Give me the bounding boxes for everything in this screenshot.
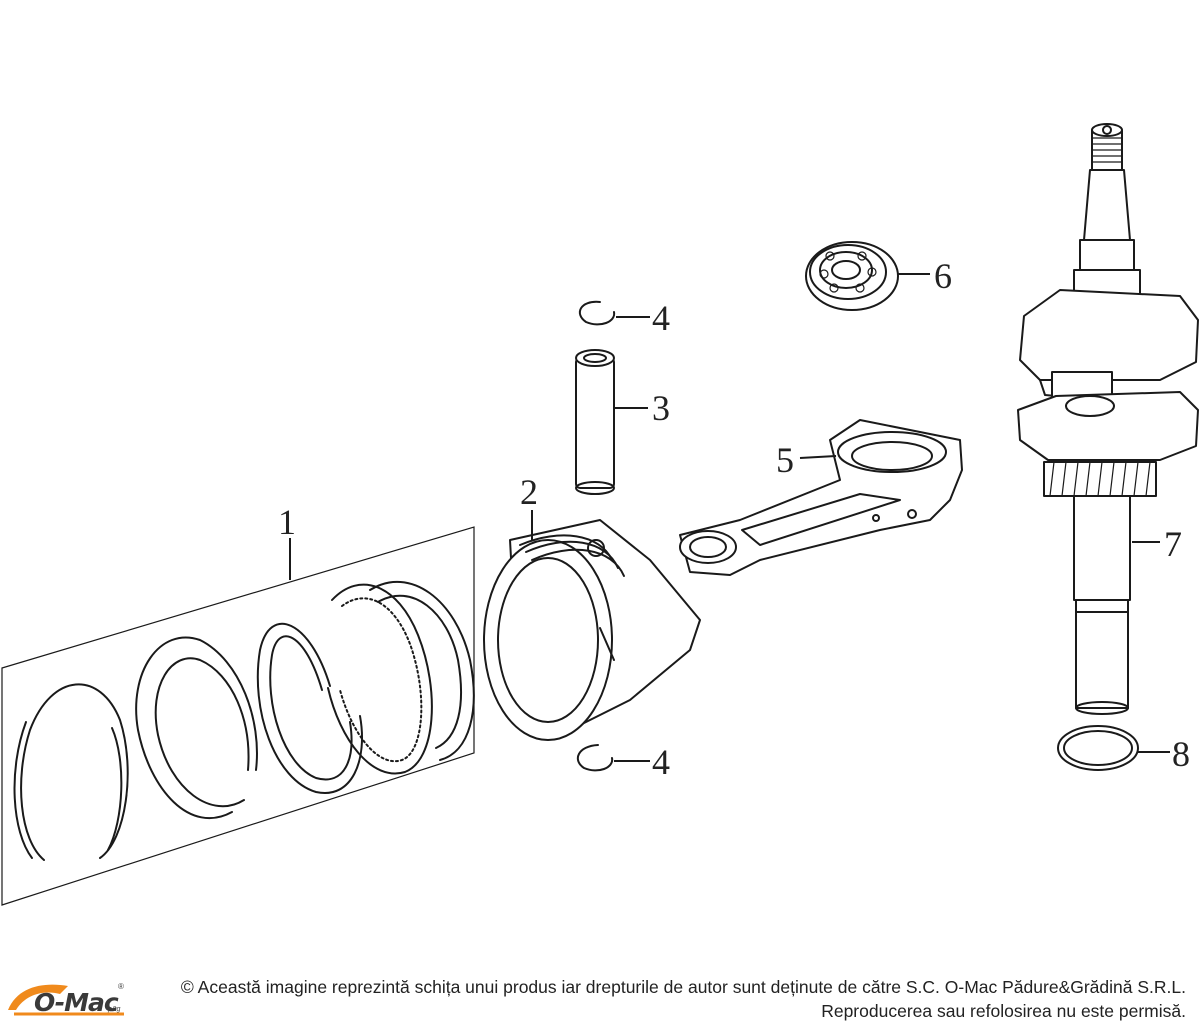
ring-e (369, 580, 475, 761)
footer: O-Mac p&g ® © Această imagine reprezintă… (0, 966, 1200, 1030)
ring-b (135, 636, 258, 819)
ball-bearing: 6 (805, 241, 952, 311)
callout-3: 3 (652, 388, 670, 428)
leader-5 (799, 455, 837, 459)
piston: 2 (483, 472, 701, 741)
callout-2: 2 (520, 472, 538, 512)
rings-frame (1, 526, 475, 906)
callout-1: 1 (278, 502, 296, 542)
callout-8: 8 (1172, 734, 1190, 774)
omac-logo-mark (8, 984, 124, 1016)
piston-rings-group: 1 (1, 502, 475, 906)
copyright-line-2: Reproducerea sau refolosirea nu este per… (821, 1001, 1186, 1021)
seal-ring: 8 (1057, 725, 1190, 774)
circlip-top: 4 (578, 298, 670, 338)
callout-5: 5 (776, 440, 794, 480)
exploded-parts-diagram: 1 2 3 4 4 (1, 123, 1199, 906)
logo-text: O-Mac (34, 988, 119, 1017)
copyright-line-1: © Această imagine reprezintă schița unui… (180, 977, 1186, 997)
circlip-bottom: 4 (576, 742, 670, 782)
ring-c (256, 622, 364, 795)
callout-7: 7 (1164, 524, 1182, 564)
ring-d (327, 583, 433, 775)
callout-6: 6 (934, 256, 952, 296)
piston-pin: 3 (575, 349, 670, 495)
connecting-rod: 5 (679, 419, 963, 576)
omac-logo: O-Mac p&g ® (4, 976, 136, 1020)
ring-a (13, 683, 129, 861)
callout-4b: 4 (652, 742, 670, 782)
crankshaft: 7 (1017, 123, 1199, 715)
logo-subtext: p&g (108, 1006, 121, 1013)
logo-registered-mark: ® (118, 982, 124, 991)
callout-4a: 4 (652, 298, 670, 338)
